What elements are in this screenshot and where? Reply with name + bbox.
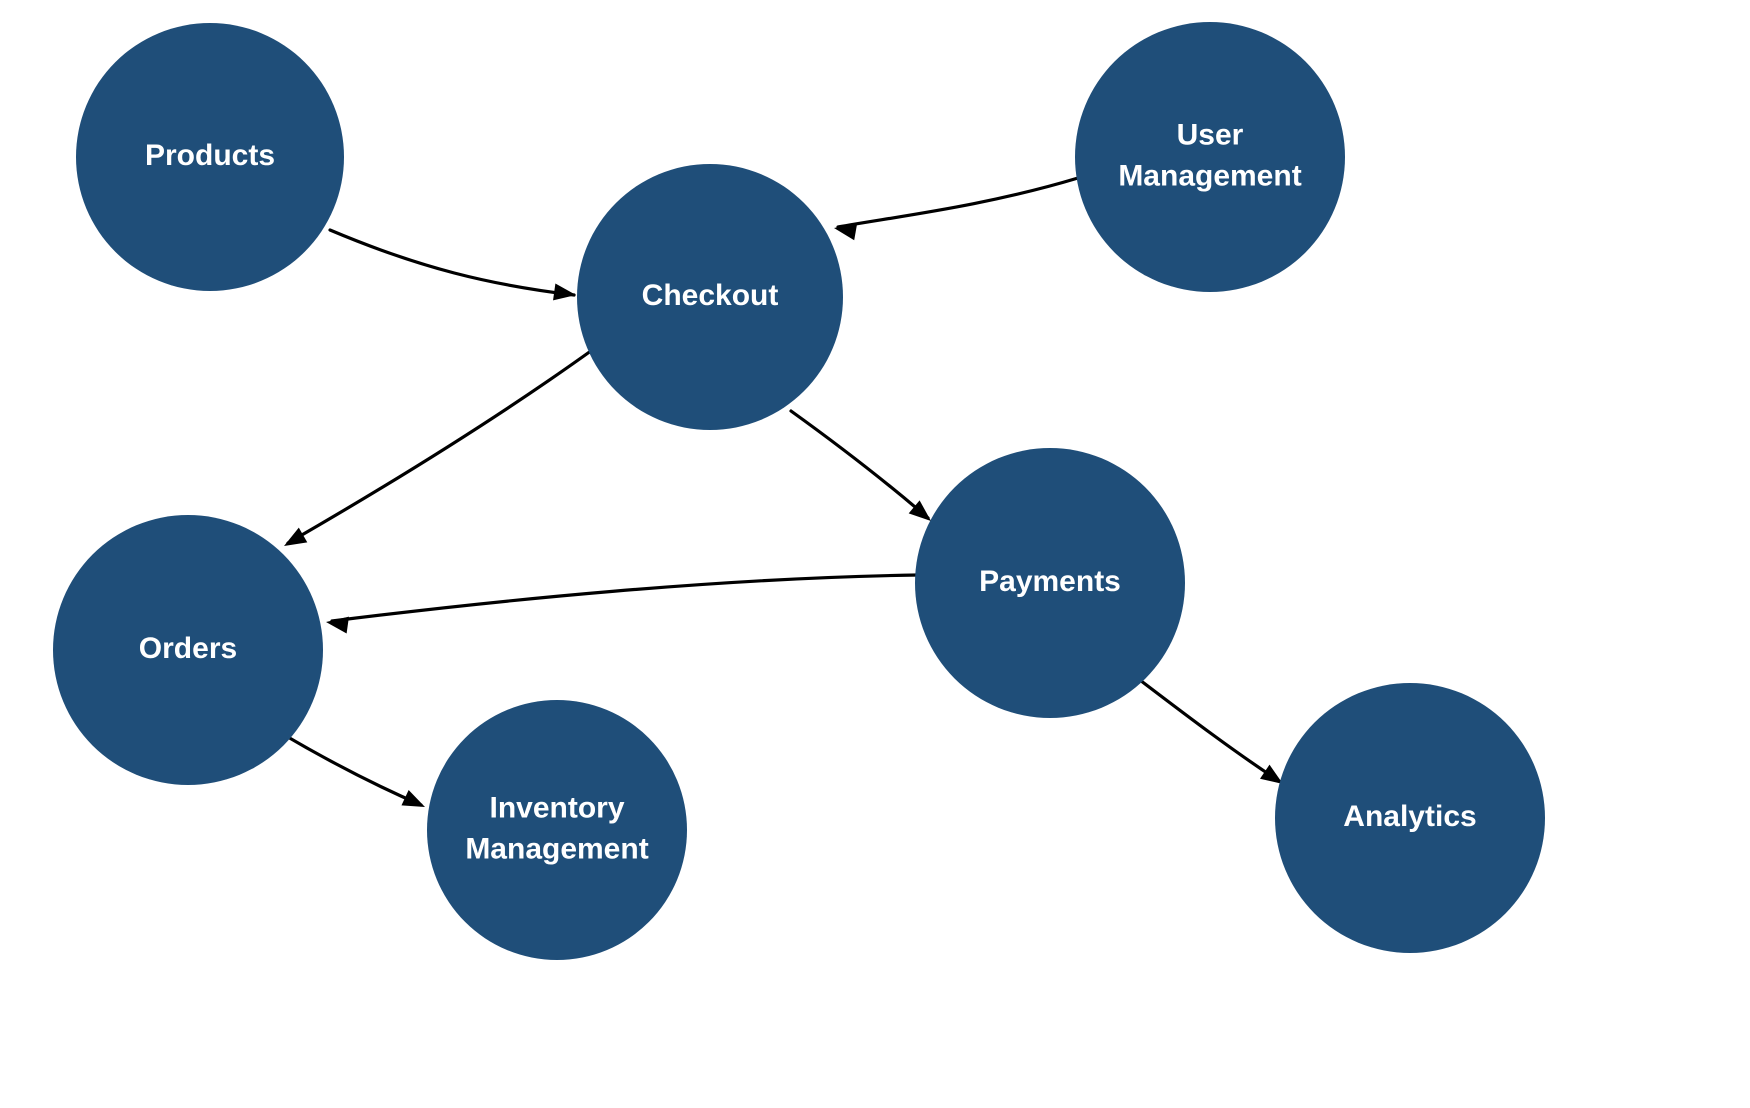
edge-orders-to-inventory-management [279,731,425,807]
edge-line [279,731,423,807]
edge-line [286,346,597,545]
node-circle[interactable] [577,164,843,430]
arrow-head-icon [284,527,308,546]
node-checkout[interactable]: Checkout [577,164,843,430]
node-payments[interactable]: Payments [915,448,1185,718]
node-circle[interactable] [1075,22,1345,292]
edge-line [330,573,920,623]
node-analytics[interactable]: Analytics [1275,683,1545,953]
arrow-head-icon [834,223,858,241]
node-orders[interactable]: Orders [53,515,323,785]
edge-line [328,228,576,297]
arrow-head-icon [401,789,425,807]
arrow-head-icon [553,283,576,301]
node-circle[interactable] [915,448,1185,718]
edge-products-to-checkout [328,228,576,301]
edge-payments-to-orders [326,573,920,634]
edge-line [836,176,1080,229]
edge-line [1134,675,1281,783]
node-circle[interactable] [53,515,323,785]
node-circle[interactable] [427,700,687,960]
node-circle[interactable] [1275,683,1545,953]
node-products[interactable]: Products [76,23,344,291]
arrow-head-icon [908,500,931,521]
edge-checkout-to-orders [284,346,597,546]
edges-layer [279,176,1283,807]
edge-payments-to-analytics [1134,675,1283,784]
edge-line [789,409,930,520]
edge-user-management-to-checkout [834,176,1080,241]
arrow-head-icon [326,616,349,634]
arrow-head-icon [1260,764,1283,784]
node-circle[interactable] [76,23,344,291]
edge-checkout-to-payments [789,409,931,521]
